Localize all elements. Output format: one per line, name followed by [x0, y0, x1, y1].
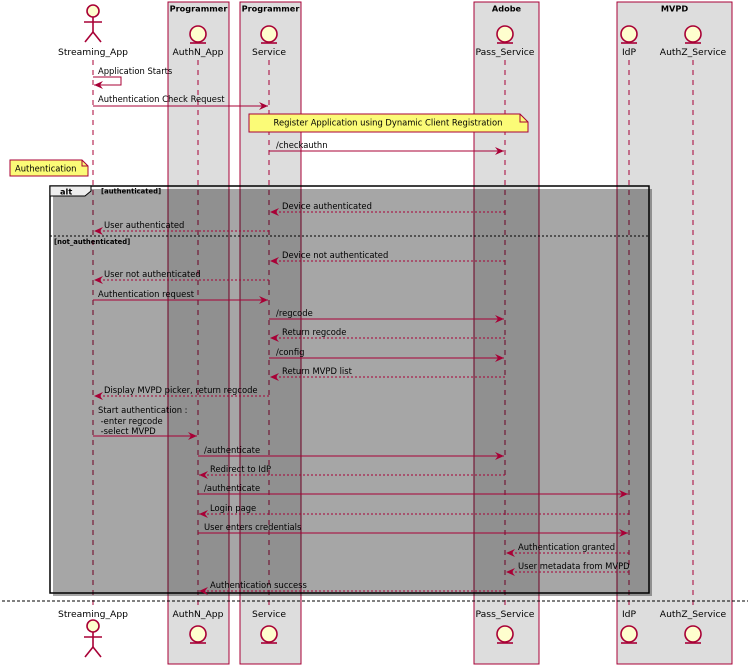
box-title-adobe: Adobe	[492, 4, 522, 14]
message-label: User metadata from MVPD	[518, 561, 630, 571]
alt-guard-authenticated: [authenticated]	[101, 188, 161, 196]
message-label: Start authentication :	[98, 405, 188, 415]
participant-top-service: Service	[252, 47, 286, 58]
participant-top-authz-service: AuthZ_Service	[660, 47, 727, 58]
box-title-programmer-1: Programmer	[170, 4, 229, 14]
participant-top-authn-app: AuthN_App	[173, 47, 224, 58]
message-label: Authentication Check Request	[98, 94, 225, 104]
message-arrow	[93, 76, 122, 89]
alt-guard-not-authenticated: [not_authenticated]	[54, 238, 130, 246]
note-register: Register Application using Dynamic Clien…	[248, 113, 529, 133]
participants-bottom: Streaming_App AuthN_App Service Pass_Ser…	[58, 609, 727, 658]
note-authentication: Authentication	[9, 159, 89, 177]
message-label: Device not authenticated	[282, 250, 388, 260]
box-mvpd	[616, 1, 733, 665]
message-label: /authenticate	[204, 445, 260, 455]
message-label: -enter regcode	[98, 416, 163, 426]
message-label: /regcode	[276, 308, 313, 318]
participant-bottom-pass-service: Pass_Service	[476, 609, 535, 620]
box-title-mvpd: MVPD	[661, 4, 688, 14]
participant-bottom-service: Service	[252, 609, 286, 620]
participant-boxes: Programmer Programmer Adobe MVPD	[167, 1, 733, 665]
alt-fragment: alt [authenticated] [not_authenticated]	[49, 185, 652, 596]
note-authentication-text: Authentication	[15, 164, 76, 174]
participant-top-pass-service: Pass_Service	[476, 47, 535, 58]
message-label: /config	[276, 347, 304, 357]
message-label: /checkauthn	[276, 140, 328, 150]
participant-top-idp: IdP	[622, 47, 637, 58]
message-label: Display MVPD picker, return regcode	[104, 385, 258, 395]
participant-bottom-authn-app: AuthN_App	[173, 609, 224, 620]
box-title-programmer-2: Programmer	[242, 4, 301, 14]
entity-icon	[189, 25, 702, 44]
participants-top: Streaming_App AuthN_App Service Pass_Ser…	[58, 4, 727, 58]
actor-icon	[84, 4, 102, 43]
entity-icon	[189, 625, 702, 644]
note-register-text: Register Application using Dynamic Clien…	[274, 118, 503, 128]
participant-bottom-streaming-app: Streaming_App	[58, 609, 128, 620]
participant-bottom-authz-service: AuthZ_Service	[660, 609, 727, 620]
messages: Application Starts Authentication Check …	[93, 66, 630, 595]
message-label: Redirect to IdP	[210, 464, 271, 474]
actor-icon	[84, 619, 102, 658]
participant-bottom-idp: IdP	[622, 609, 637, 620]
message-label: User enters credentials	[204, 522, 301, 532]
message-label: Authentication request	[98, 289, 195, 299]
message-label: Device authenticated	[282, 201, 372, 211]
message-label: User authenticated	[104, 220, 184, 230]
box-adobe	[473, 1, 540, 665]
alt-keyword: alt	[60, 187, 72, 197]
message-label: Login page	[210, 503, 256, 513]
box-programmer-2	[239, 1, 302, 665]
message-label: -select MVPD	[98, 426, 156, 436]
message-label: Return regcode	[282, 327, 346, 337]
message-label: Application Starts	[98, 66, 172, 76]
message-label: Return MVPD list	[282, 366, 353, 376]
message-label: Authentication success	[210, 580, 307, 590]
participant-top-streaming-app: Streaming_App	[58, 47, 128, 58]
message-label: Authentication granted	[518, 542, 615, 552]
lifelines	[92, 60, 694, 606]
message-label: User not authenticated	[104, 269, 201, 279]
message-label: /authenticate	[204, 483, 260, 493]
